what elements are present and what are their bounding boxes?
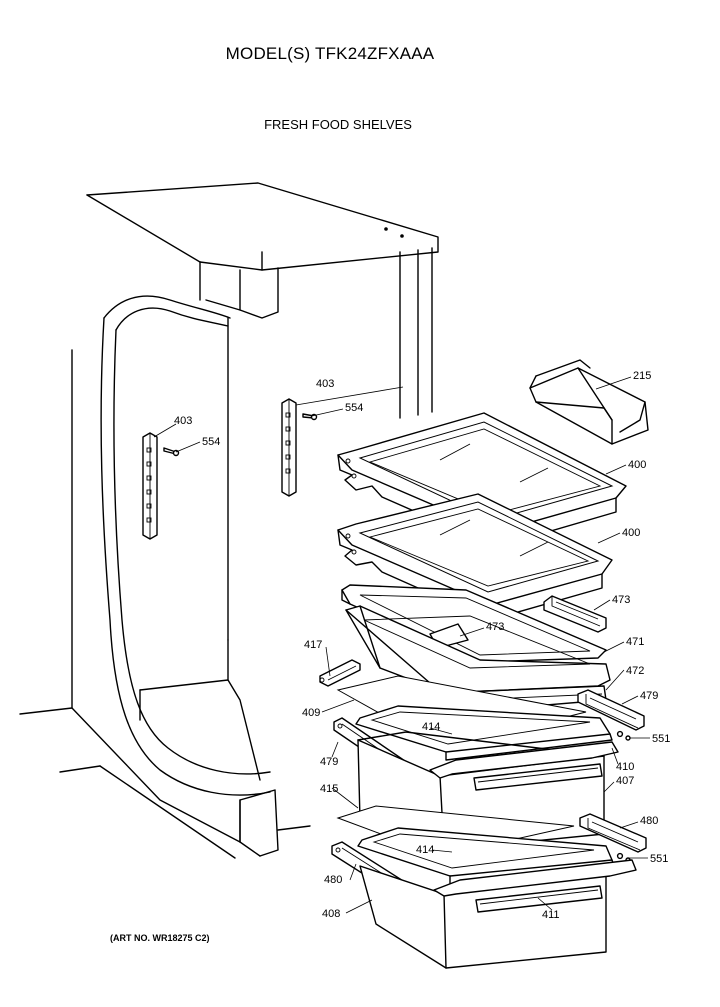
shelf-400-lower bbox=[337, 493, 613, 621]
art-number: (ART NO. WR18275 C2) bbox=[110, 933, 210, 943]
drawer-408 bbox=[359, 859, 637, 969]
screw-center bbox=[302, 413, 318, 421]
callout-417: 417 bbox=[304, 639, 322, 651]
callout-551-lower: 551 bbox=[650, 853, 668, 865]
callout-403-left: 403 bbox=[174, 415, 192, 427]
callout-400-upper: 400 bbox=[628, 459, 646, 471]
callout-409: 409 bbox=[302, 707, 320, 719]
cabinet-liner bbox=[19, 182, 439, 859]
callout-408: 408 bbox=[322, 908, 340, 920]
callout-415: 415 bbox=[320, 783, 338, 795]
screw-left bbox=[163, 447, 180, 457]
callout-403-center: 403 bbox=[316, 378, 334, 390]
callout-414-upper: 414 bbox=[422, 721, 440, 733]
callout-414-lower: 414 bbox=[416, 844, 434, 856]
leader-lines bbox=[153, 376, 650, 914]
shelf-ladder-left bbox=[142, 432, 158, 540]
callout-473-right: 473 bbox=[612, 594, 630, 606]
clip-551-upper bbox=[616, 730, 631, 741]
drawer-pan-471 bbox=[341, 584, 611, 716]
callout-471: 471 bbox=[626, 636, 644, 648]
callout-400-lower: 400 bbox=[622, 527, 640, 539]
model-title: MODEL(S) TFK24ZFXAAA bbox=[225, 44, 435, 63]
section-title: FRESH FOOD SHELVES bbox=[264, 117, 412, 132]
callout-480-left: 480 bbox=[324, 874, 342, 886]
callout-labels: 215 400 400 403 554 403 554 473 473 471 … bbox=[174, 370, 670, 921]
callout-554-left: 554 bbox=[202, 436, 220, 448]
callout-407: 407 bbox=[616, 775, 634, 787]
callout-554-center: 554 bbox=[345, 402, 363, 414]
callout-411: 411 bbox=[542, 909, 560, 921]
slide-rail-480-right bbox=[579, 813, 647, 853]
callout-551-upper: 551 bbox=[652, 733, 670, 745]
callout-215: 215 bbox=[633, 370, 651, 382]
callout-479-right: 479 bbox=[640, 690, 658, 702]
slide-rail-473-right bbox=[543, 595, 607, 633]
callout-473-pan: 473 bbox=[486, 621, 504, 633]
frame-414-upper bbox=[355, 705, 613, 761]
slide-rail-417 bbox=[319, 659, 361, 687]
callout-410: 410 bbox=[616, 761, 634, 773]
callout-472: 472 bbox=[626, 665, 644, 677]
callout-480-right: 480 bbox=[640, 815, 658, 827]
bin-215 bbox=[529, 359, 649, 445]
shelf-ladder-center bbox=[281, 398, 297, 497]
callout-479-left: 479 bbox=[320, 756, 338, 768]
slide-rail-479-right bbox=[577, 689, 645, 731]
